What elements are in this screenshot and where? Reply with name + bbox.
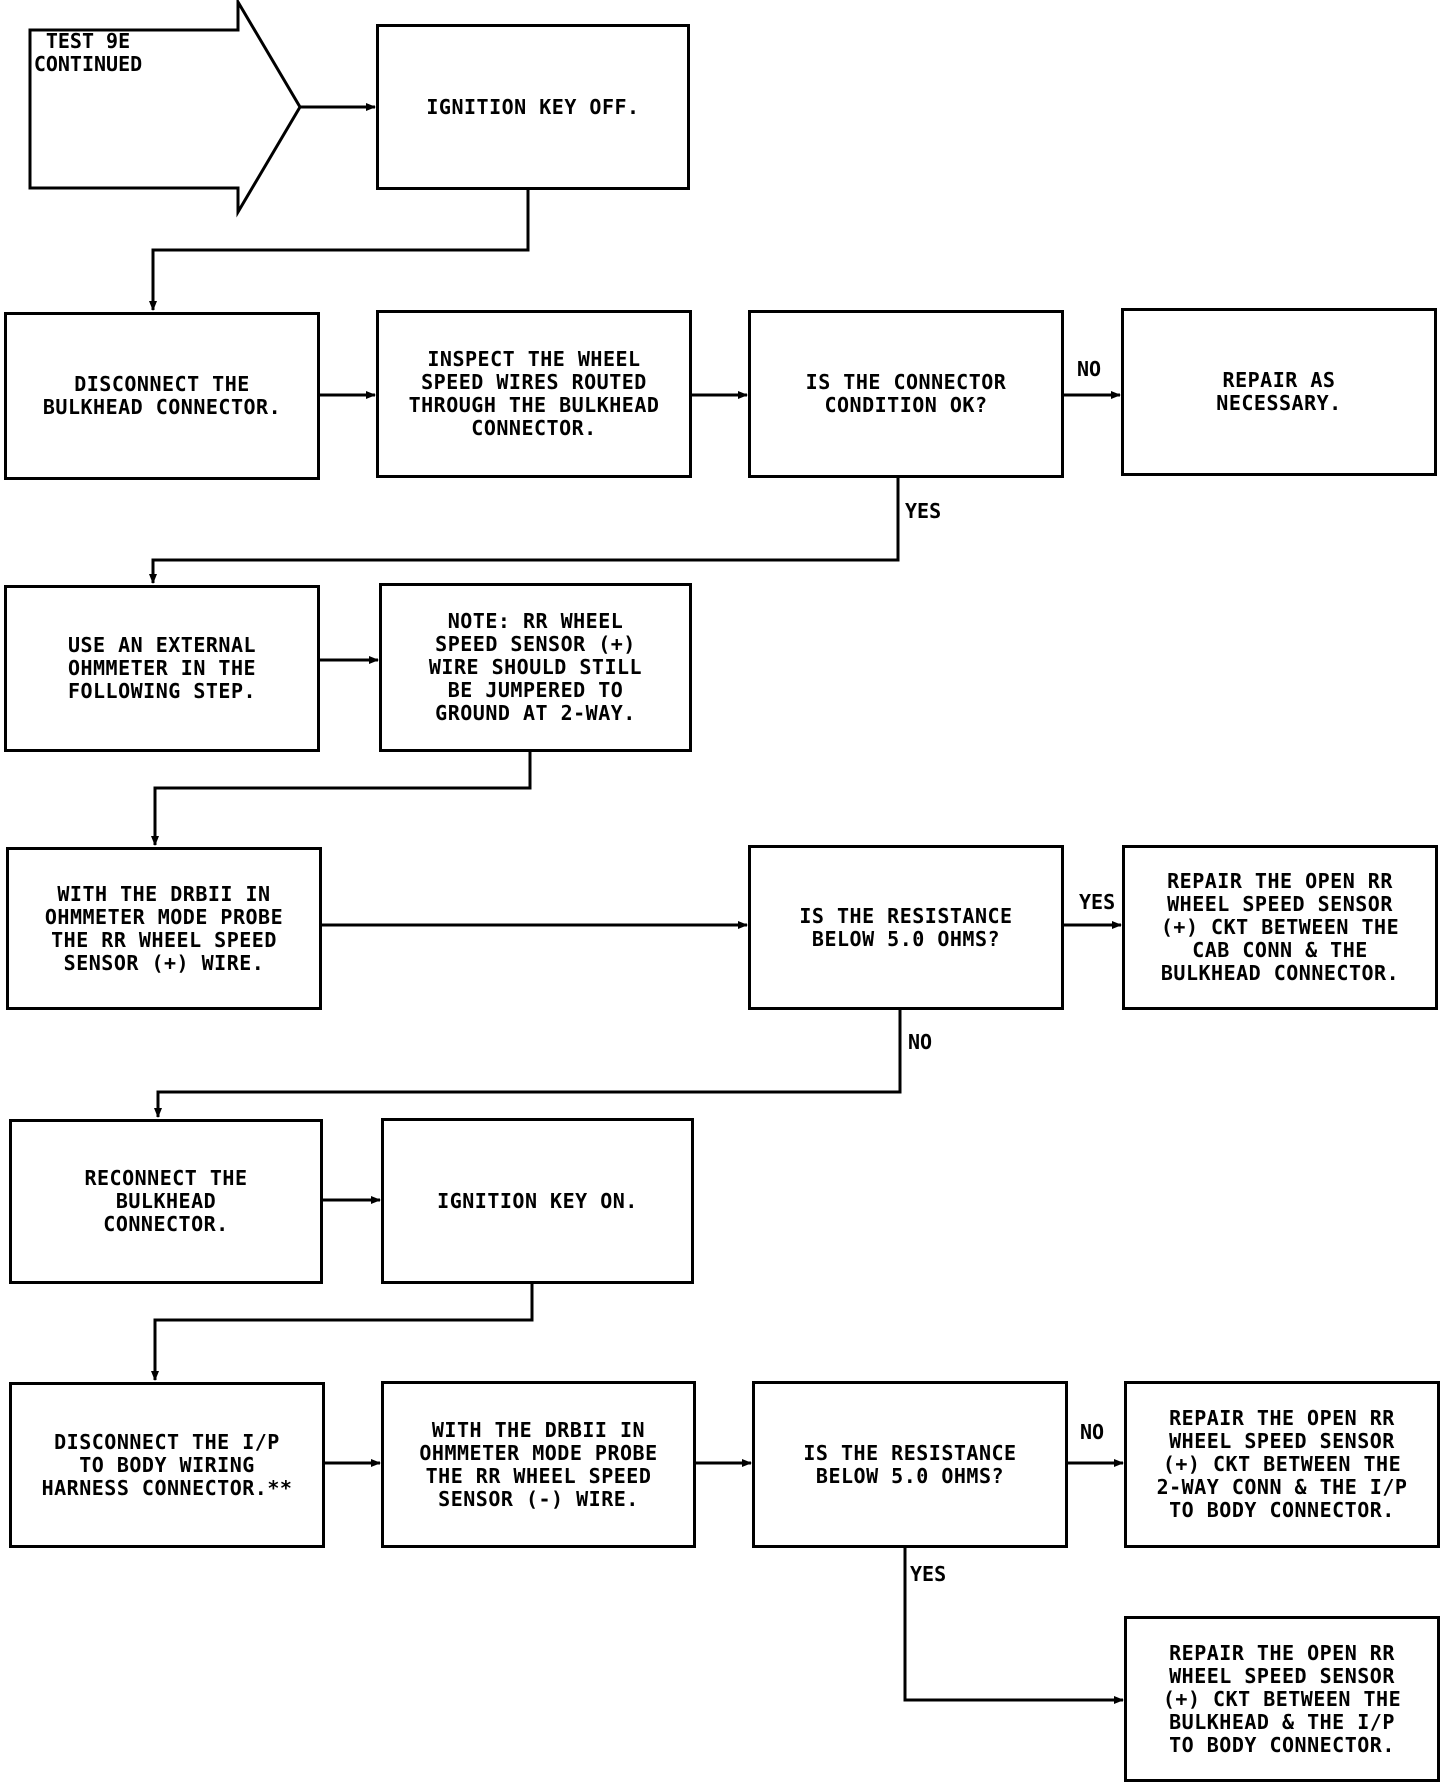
branch-label-no: NO (1077, 357, 1102, 381)
step-probe-plus-wire: WITH THE DRBII IN OHMMETER MODE PROBE TH… (6, 847, 322, 1010)
branch-label-no: NO (908, 1030, 933, 1054)
branch-label-no: NO (1080, 1420, 1105, 1444)
step-probe-minus-wire: WITH THE DRBII IN OHMMETER MODE PROBE TH… (381, 1381, 696, 1548)
step-use-external-ohmmeter: USE AN EXTERNAL OHMMETER IN THE FOLLOWIN… (4, 585, 320, 752)
branch-label-yes: YES (1079, 890, 1116, 914)
branch-label-yes: YES (905, 499, 942, 523)
step-reconnect-bulkhead: RECONNECT THE BULKHEAD CONNECTOR. (9, 1119, 323, 1284)
start-arrow-shape (28, 0, 302, 218)
start-label: TEST 9E CONTINUED (33, 29, 143, 76)
decision-resistance-1: IS THE RESISTANCE BELOW 5.0 OHMS? (748, 845, 1064, 1010)
branch-label-yes: YES (910, 1562, 947, 1586)
step-repair-cab-conn: REPAIR THE OPEN RR WHEEL SPEED SENSOR (+… (1122, 845, 1438, 1010)
step-ignition-key-off: IGNITION KEY OFF. (376, 24, 690, 190)
step-repair-as-necessary: REPAIR AS NECESSARY. (1121, 308, 1437, 476)
decision-resistance-2: IS THE RESISTANCE BELOW 5.0 OHMS? (752, 1381, 1068, 1548)
step-ignition-key-on: IGNITION KEY ON. (381, 1118, 694, 1284)
step-disconnect-bulkhead: DISCONNECT THE BULKHEAD CONNECTOR. (4, 312, 320, 480)
step-inspect-wires: INSPECT THE WHEEL SPEED WIRES ROUTED THR… (376, 310, 692, 478)
step-repair-bulkhead-ip: REPAIR THE OPEN RR WHEEL SPEED SENSOR (+… (1124, 1616, 1440, 1782)
decision-connector-ok: IS THE CONNECTOR CONDITION OK? (748, 310, 1064, 478)
step-disconnect-ip-connector: DISCONNECT THE I/P TO BODY WIRING HARNES… (9, 1382, 325, 1548)
step-repair-2way-conn: REPAIR THE OPEN RR WHEEL SPEED SENSOR (+… (1124, 1381, 1440, 1548)
step-note-jumpered: NOTE: RR WHEEL SPEED SENSOR (+) WIRE SHO… (379, 583, 692, 752)
